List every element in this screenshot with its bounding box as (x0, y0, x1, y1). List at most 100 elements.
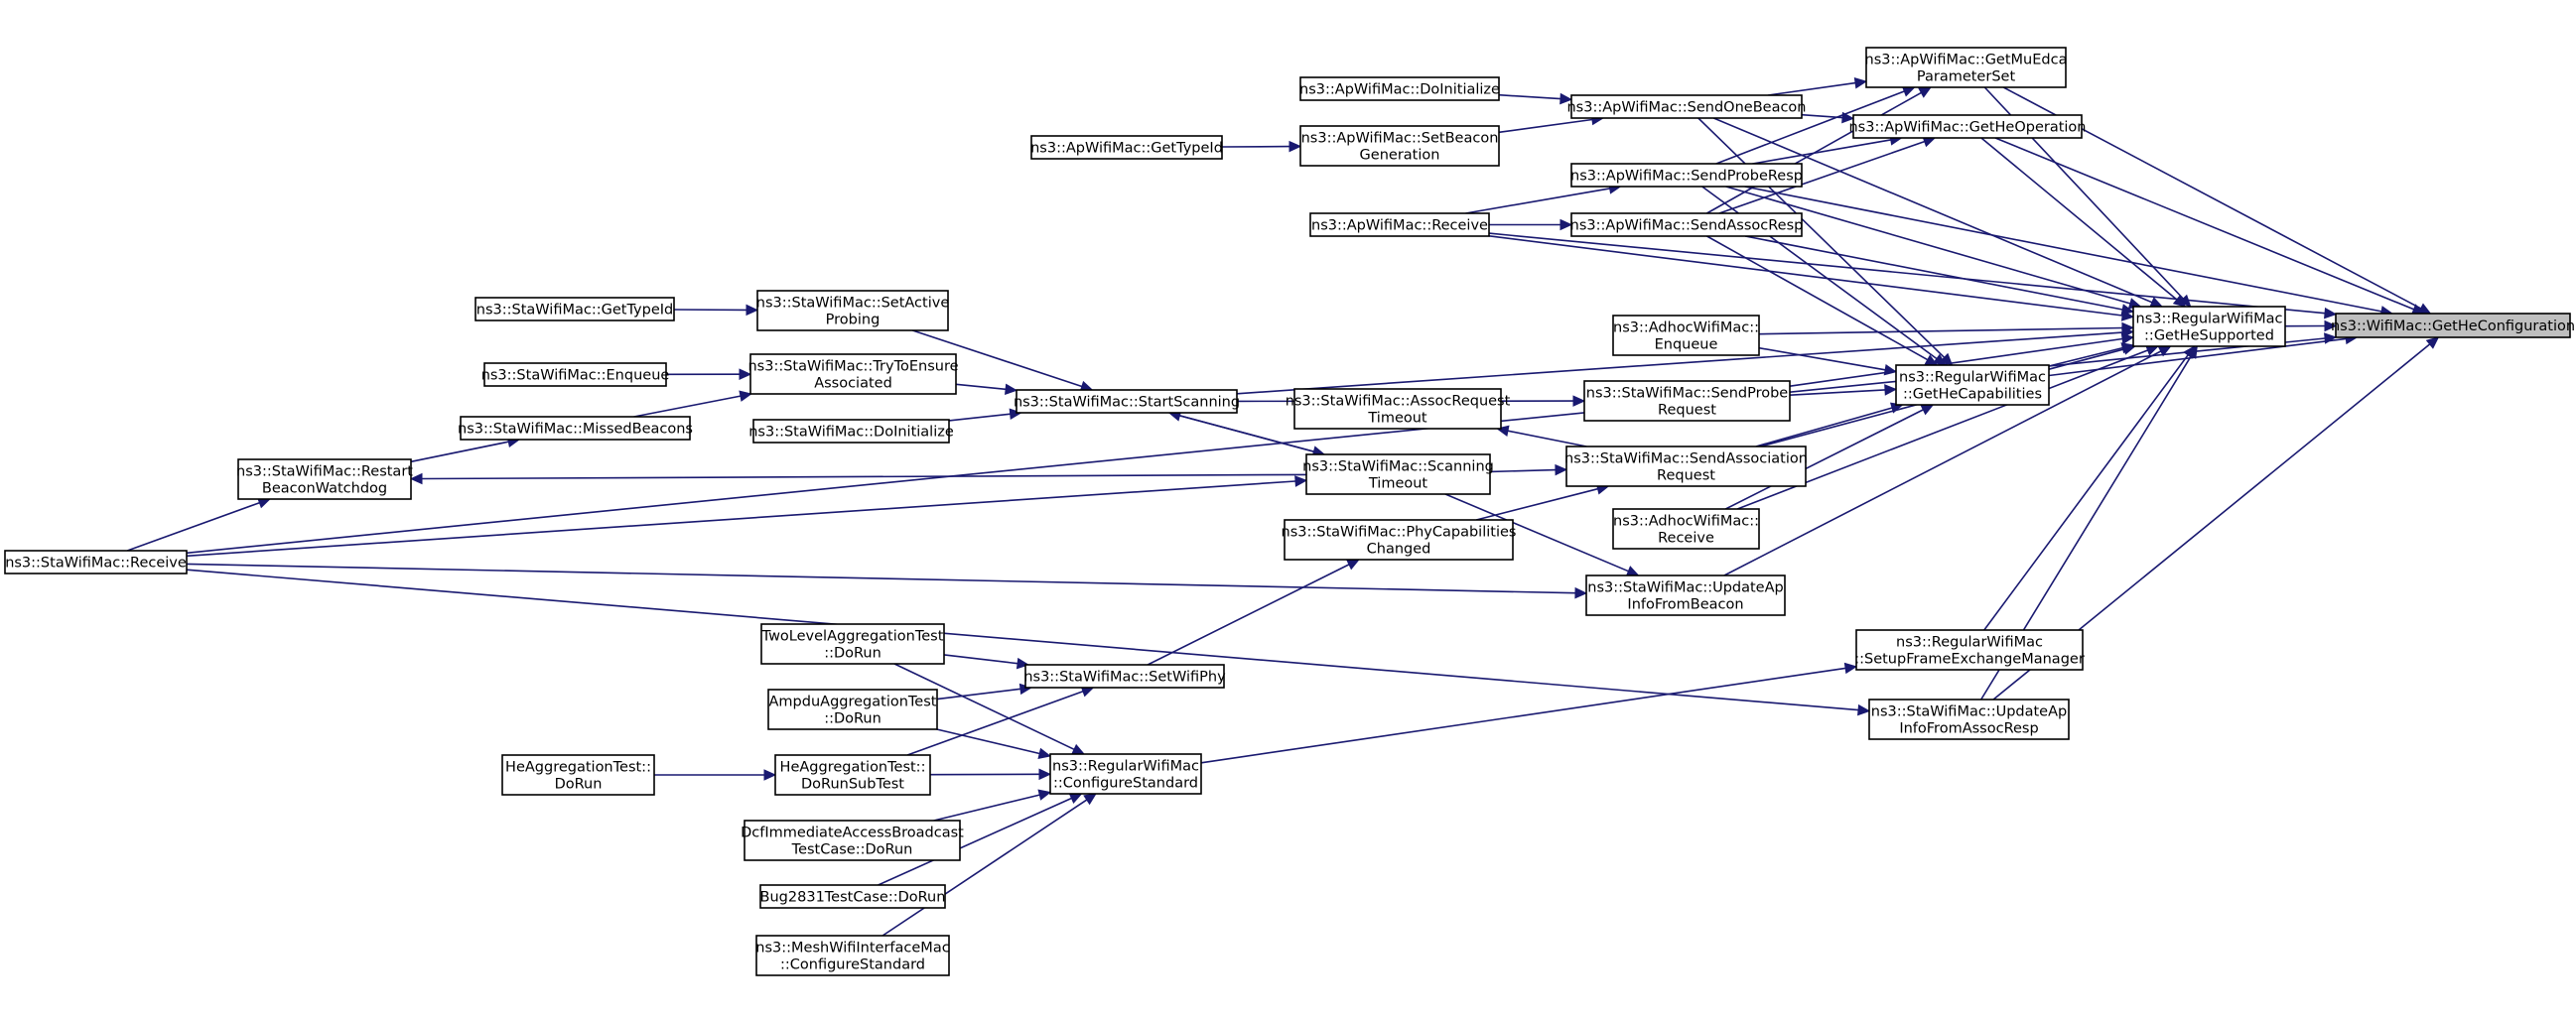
edge-he-agg-sub-to-set-wifi-phy (906, 686, 1095, 756)
node-box (1570, 212, 1803, 237)
node-ap-receive[interactable]: ns3::ApWifiMac::Receive (1309, 212, 1490, 237)
node-label: ns3::StaWifiMac::DoInitialize (748, 425, 954, 441)
edge-sta-receive-to-upd-ap-beacon (186, 563, 1588, 599)
node-box (1299, 125, 1500, 167)
edge-ap-do-init-to-send-one-beacon (1498, 92, 1573, 105)
node-adhoc-receive[interactable]: ns3::AdhocWifiMac::Receive (1612, 508, 1760, 550)
node-label: ns3::ApWifiMac::GetHeOperation (1848, 120, 2086, 136)
node-label: Request (1657, 468, 1715, 484)
edge-sta-get-type-id-to-set-active-probing (673, 304, 759, 317)
edge-he-agg-sub-to-config-std (929, 768, 1052, 781)
edge-ap-receive-to-root (1488, 232, 2338, 319)
node-box (1299, 76, 1500, 101)
node-box (1612, 315, 1760, 356)
node-box (2335, 313, 2571, 338)
node-reg-he-cap[interactable]: ns3::RegularWifiMac::GetHeCapabilities (1895, 364, 2050, 406)
node-label: ns3::ApWifiMac::Receive (1311, 218, 1488, 234)
edge-scan-timeout-to-restart-watchdog (409, 472, 1307, 485)
node-ap-do-init[interactable]: ns3::ApWifiMac::DoInitialize (1299, 76, 1500, 101)
edge-config-std-to-setup-fem (1200, 662, 1858, 764)
node-he-agg-sub[interactable]: HeAggregationTest::DoRunSubTest (774, 754, 931, 796)
node-upd-ap-assoc[interactable]: ns3::StaWifiMac::UpdateApInfoFromAssocRe… (1868, 699, 2070, 740)
node-box (1865, 47, 2067, 88)
edge-ap-receive-to-send-assoc-resp (1489, 218, 1573, 231)
node-box (501, 754, 655, 796)
node-box (1612, 508, 1760, 550)
node-label: ns3::StaWifiMac::StartScanning (1014, 395, 1240, 411)
node-label: ns3::StaWifiMac::SetActive (756, 296, 950, 312)
node-bug2831[interactable]: Bug2831TestCase::DoRun (759, 884, 946, 909)
node-config-std[interactable]: ns3::RegularWifiMac::ConfigureStandard (1049, 753, 1202, 795)
node-label: InfoFromBeacon (1627, 597, 1743, 613)
node-label: ns3::StaWifiMac::AssocRequest (1286, 394, 1511, 410)
edge-send-assoc-resp-to-he-operation (1718, 136, 1937, 214)
edge-send-assoc-req-to-assoc-req-timeout (1496, 425, 1587, 447)
node-box (1583, 380, 1791, 422)
node-label: ns3::StaWifiMac::MissedBeacons (458, 422, 693, 438)
edge-phy-cap-changed-to-send-assoc-req (1476, 483, 1610, 521)
node-missed-beacons[interactable]: ns3::StaWifiMac::MissedBeacons (458, 416, 693, 441)
edge-ap-receive-to-reg-he-supported (1488, 235, 2135, 321)
node-root[interactable]: ns3::WifiMac::GetHeConfiguration (2331, 313, 2575, 338)
node-label: ns3::StaWifiMac::Scanning (1302, 459, 1494, 475)
node-send-probe-resp[interactable]: ns3::ApWifiMac::SendProbeResp (1570, 163, 1803, 188)
node-adhoc-enqueue[interactable]: ns3::AdhocWifiMac::Enqueue (1612, 315, 1760, 356)
node-sta-do-init[interactable]: ns3::StaWifiMac::DoInitialize (748, 419, 954, 444)
node-sta-enqueue[interactable]: ns3::StaWifiMac::Enqueue (481, 362, 670, 387)
node-label: Timeout (1368, 476, 1428, 492)
node-sta-get-type-id[interactable]: ns3::StaWifiMac::GetTypeId (475, 297, 675, 321)
node-label: ns3::RegularWifiMac (1896, 635, 2043, 651)
node-label: InfoFromAssocResp (1899, 721, 2038, 737)
edge-layer (126, 77, 2440, 937)
node-reg-he-supported[interactable]: ns3::RegularWifiMac::GetHeSupported (2132, 306, 2286, 347)
node-label: Associated (814, 376, 892, 392)
node-label: ::DoRun (824, 646, 881, 662)
node-box (760, 623, 945, 665)
node-box (2132, 306, 2286, 347)
node-dcf-imm[interactable]: DcfImmediateAccessBroadcastTestCase::DoR… (741, 820, 964, 861)
edge-send-probe-resp-to-he-operation (1752, 134, 1903, 165)
node-he-operation[interactable]: ns3::ApWifiMac::GetHeOperation (1848, 114, 2087, 139)
node-two-level-agg[interactable]: TwoLevelAggregationTest::DoRun (760, 623, 945, 665)
node-label: ns3::RegularWifiMac (2136, 312, 2283, 327)
node-label: ns3::StaWifiMac::Enqueue (481, 368, 670, 384)
node-label: TwoLevelAggregationTest (761, 629, 944, 645)
node-label: AmpduAggregationTest (769, 695, 937, 710)
node-box (1030, 135, 1223, 160)
node-box (1868, 699, 2070, 740)
edge-send-probe-req-to-reg-he-cap (1789, 384, 1898, 396)
node-label: ::ConfigureStandard (1053, 776, 1198, 792)
edge-adhoc-enqueue-to-reg-he-cap (1758, 346, 1898, 376)
node-start-scanning[interactable]: ns3::StaWifiMac::StartScanning (1014, 389, 1240, 414)
node-send-one-beacon[interactable]: ns3::ApWifiMac::SendOneBeacon (1566, 94, 1807, 119)
node-label: ns3::StaWifiMac::Receive (5, 556, 187, 572)
node-send-assoc-resp[interactable]: ns3::ApWifiMac::SendAssocResp (1570, 212, 1804, 237)
node-label: ns3::ApWifiMac::SendOneBeacon (1566, 100, 1806, 116)
node-label: ::GetHeCapabilities (1903, 387, 2042, 403)
node-ap-get-type-id[interactable]: ns3::ApWifiMac::GetTypeId (1030, 135, 1223, 160)
node-label: ns3::StaWifiMac::SendProbe (1586, 386, 1789, 402)
edge-send-probe-resp-to-mu-edca (1715, 85, 1916, 165)
node-mesh-config[interactable]: ns3::MeshWifiInterfaceMac::ConfigureStan… (755, 935, 950, 976)
edge-try-ensure-to-start-scanning (955, 383, 1018, 396)
node-ampdu-agg[interactable]: AmpduAggregationTest::DoRun (767, 689, 938, 730)
node-label: ns3::ApWifiMac::DoInitialize (1299, 82, 1500, 98)
node-setup-fem[interactable]: ns3::RegularWifiMac::SetupFrameExchangeM… (1854, 629, 2085, 671)
node-label: HeAggregationTest:: (780, 760, 926, 776)
node-he-agg-run[interactable]: HeAggregationTest::DoRun (501, 754, 655, 796)
node-label: ::DoRun (824, 711, 881, 727)
node-set-wifi-phy[interactable]: ns3::StaWifiMac::SetWifiPhy (1023, 664, 1226, 689)
node-sta-receive[interactable]: ns3::StaWifiMac::Receive (4, 550, 188, 574)
edge-send-one-beacon-to-reg-he-cap (1697, 117, 1954, 366)
